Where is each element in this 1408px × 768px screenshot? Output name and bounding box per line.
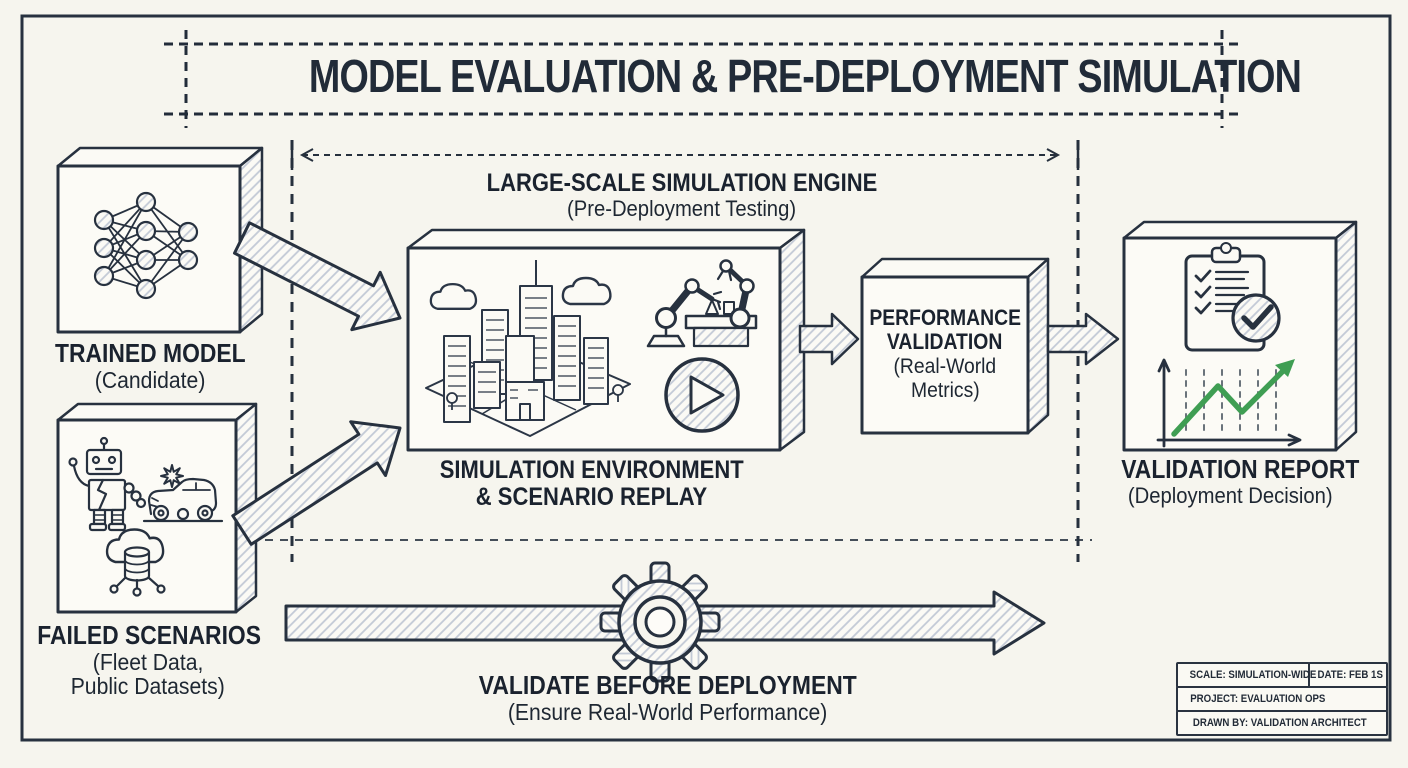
city-illustration [425,260,631,437]
title-dashed-box [164,30,1243,128]
arrow-failed-to-sim [231,420,402,546]
simulation-environment-label-line2: & SCENARIO REPLAY [476,483,708,511]
approved-check-icon [1231,293,1281,343]
title-block: SCALE: SIMULATION-WIDE DATE: FEB 1S PROJ… [1176,662,1388,736]
broken-robot-icon [68,436,147,532]
cloud-database-icon [105,528,166,597]
trained-model-label: TRAINED MODEL [54,338,246,368]
dimension-line [290,142,1080,170]
performance-validation-label-line2: VALIDATION [887,329,1003,354]
validation-report-sublabel: (Deployment Decision) [1127,483,1333,508]
failed-scenarios-sublabel-line1: (Fleet Data, [92,649,204,675]
gear-icon [599,561,721,683]
trained-model-sublabel: (Candidate) [94,367,206,393]
robot-arms-icon [646,259,758,348]
title-block-project: PROJECT: EVALUATION OPS [1176,686,1388,712]
car-crash-icon [142,464,224,523]
arrow-performance-to-report [1046,312,1120,366]
performance-validation-sublabel-line1: (Real-World [893,355,997,378]
failed-scenarios-box [56,402,258,614]
arrow-trained-to-sim [233,221,402,332]
flow-arrows [231,221,1120,546]
neural-network-icon [93,191,199,300]
page-border [20,14,1392,742]
performance-validation-box [860,257,1050,435]
title-block-scale: SCALE: SIMULATION-WIDE [1176,662,1316,688]
performance-validation-label-line1: PERFORMANCE [869,305,1021,330]
bottom-banner-label: VALIDATE BEFORE DEPLOYMENT [479,670,857,700]
page-title: MODEL EVALUATION & PRE-DEPLOYMENT SIMULA… [308,50,1302,102]
title-block-drawn-by: DRAWN BY: VALIDATION ARCHITECT [1176,710,1388,736]
arrow-sim-to-performance [798,312,860,366]
growth-chart-icon [1156,358,1302,448]
bottom-banner [284,561,1046,683]
play-button-icon [664,357,740,433]
validation-report-label: VALIDATION REPORT [1121,454,1360,484]
validation-report-box [1122,220,1358,452]
simulation-environment-box [406,228,806,452]
title-block-date: DATE: FEB 1S [1308,662,1388,688]
failed-scenarios-sublabel-line2: Public Datasets) [70,673,226,699]
simulation-engine-sublabel: (Pre-Deployment Testing) [567,196,797,221]
performance-validation-sublabel-line2: Metrics) [910,379,980,402]
bottom-banner-sublabel: (Ensure Real-World Performance) [508,699,828,725]
simulation-environment-label-line1: SIMULATION ENVIRONMENT [440,456,744,484]
failed-scenarios-label: FAILED SCENARIOS [37,620,261,650]
simulation-engine-label: LARGE-SCALE SIMULATION ENGINE [486,169,878,197]
trained-model-box [56,146,264,334]
